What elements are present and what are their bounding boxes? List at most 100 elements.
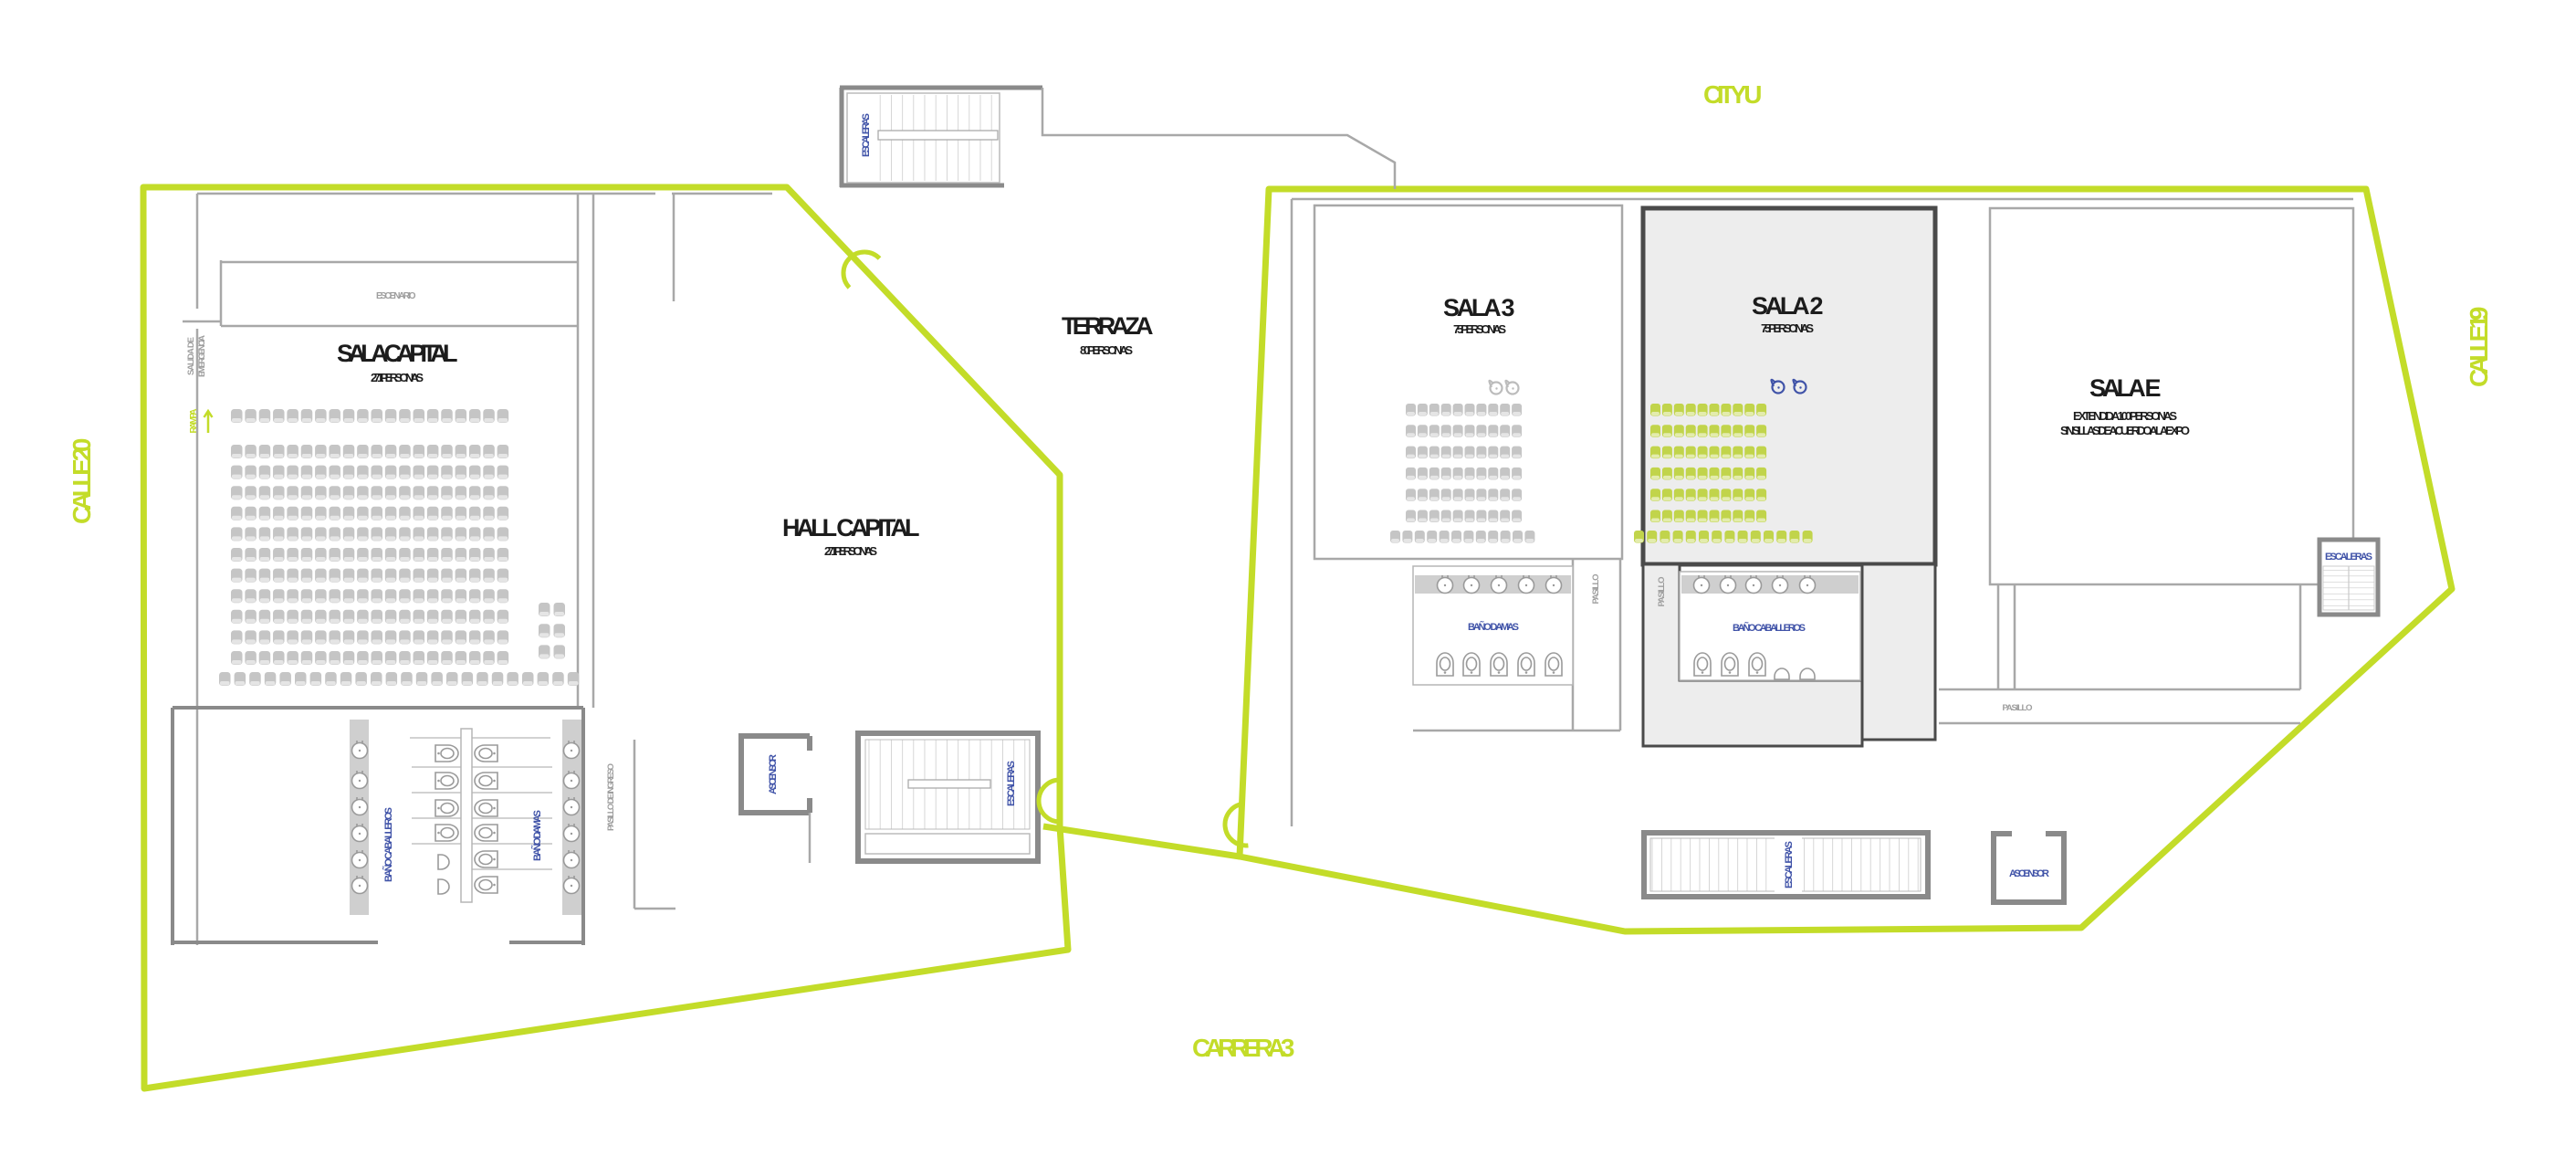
seat-icon	[401, 672, 413, 686]
toilet-icon	[1721, 652, 1739, 677]
urinal-icon	[1799, 668, 1816, 680]
seat-icon	[1464, 404, 1475, 416]
seat-icon	[329, 651, 340, 665]
seat-icon	[413, 589, 425, 604]
sala-e-capacity-1: EXTENDIDA 100 PERSONAS	[2073, 409, 2177, 423]
urinal-icon	[437, 854, 450, 870]
seat-icon	[1709, 404, 1720, 416]
seat-icon	[497, 651, 509, 665]
escenario-label: ESCENARIO	[376, 291, 416, 301]
seat-icon	[357, 506, 369, 520]
seat-icon	[287, 506, 298, 520]
seat-icon	[426, 527, 439, 541]
seat-icon	[483, 630, 495, 645]
seat-icon	[258, 506, 271, 520]
seat-icon	[273, 486, 285, 500]
toilet-icon	[1693, 652, 1712, 677]
seat-icon	[1685, 510, 1696, 522]
seat-icon	[1699, 531, 1709, 543]
seat-icon	[315, 548, 327, 562]
seat-icon	[468, 506, 481, 520]
seat-icon	[399, 409, 411, 423]
seat-icon	[357, 589, 369, 604]
seat-icon	[537, 672, 550, 686]
seat-icon	[1650, 489, 1660, 501]
cityu-ascensor-label: ASCENSOR	[2009, 868, 2049, 879]
seat-icon	[1488, 446, 1499, 459]
seat-icon	[231, 527, 243, 541]
seat-icon	[468, 548, 481, 562]
seat-icon	[384, 630, 397, 645]
seat-icon	[1673, 404, 1684, 416]
seat-icon	[287, 548, 298, 562]
sala-2-corridor-right	[1860, 562, 1937, 741]
seat-icon	[273, 568, 285, 583]
right-escaleras-label: ESCALERAS	[2325, 552, 2372, 562]
seat-icon	[1733, 446, 1744, 459]
sala-2-room[interactable]	[1640, 205, 1938, 567]
seat-icon	[1697, 510, 1708, 522]
seat-icon	[426, 465, 439, 479]
capital-bano-damas-label: BAÑO DAMAS	[531, 810, 543, 861]
seat-icon	[342, 527, 355, 541]
seat-icon	[483, 486, 495, 500]
seat-icon	[1733, 510, 1744, 522]
seat-icon	[245, 609, 257, 624]
seat-icon	[1744, 467, 1755, 480]
seat-icon	[300, 589, 313, 604]
building-outlines	[140, 184, 2456, 1092]
seat-icon	[342, 445, 355, 458]
seat-icon	[468, 465, 481, 479]
seat-icon	[231, 465, 243, 479]
seat-icon	[413, 506, 425, 520]
seat-icon	[245, 506, 257, 520]
seat-icon	[426, 609, 439, 624]
seat-icon	[1647, 531, 1658, 543]
seat-icon	[371, 445, 382, 458]
seat-icon	[441, 568, 453, 583]
seat-icon	[1440, 446, 1451, 459]
seat-icon	[1721, 467, 1732, 480]
seat-icon	[1661, 510, 1672, 522]
seat-icon	[1764, 531, 1774, 543]
terraza-capacity: 80 PERSONAS	[1080, 343, 1133, 357]
seat-icon	[1661, 404, 1672, 416]
ramp-arrow-icon	[203, 408, 214, 433]
seat-icon	[340, 672, 352, 686]
seat-icon	[1756, 446, 1767, 459]
seat-icon	[1500, 467, 1511, 480]
seat-icon	[1673, 510, 1684, 522]
seat-icon	[1661, 467, 1672, 480]
seat-icon	[497, 409, 509, 423]
seat-icon	[329, 506, 340, 520]
sala-e-capacity-2: SIN SILLAS DE ACUERDO A LA EXPO	[2060, 424, 2190, 437]
seat-icon	[273, 609, 285, 624]
seat-icon	[342, 465, 355, 479]
seat-icon	[441, 589, 453, 604]
seat-icon	[245, 486, 257, 500]
seat-icon	[1440, 510, 1451, 522]
seat-icon	[1709, 425, 1720, 437]
seat-icon	[1709, 510, 1720, 522]
seat-icon	[384, 548, 397, 562]
seat-icon	[315, 568, 327, 583]
seat-icon	[287, 486, 298, 500]
seat-icon	[273, 589, 285, 604]
sala-3-room[interactable]	[1313, 204, 1624, 561]
sala-e-room[interactable]	[1988, 206, 2355, 586]
seat-icon	[399, 486, 411, 500]
seat-icon	[1744, 404, 1755, 416]
seat-icon	[245, 630, 257, 645]
seat-icon	[309, 672, 322, 686]
seat-icon	[426, 568, 439, 583]
seat-icon	[1406, 446, 1416, 459]
seat-icon	[371, 651, 382, 665]
seat-icon	[553, 645, 565, 659]
seat-icon	[1406, 467, 1416, 480]
seat-icon	[1452, 510, 1463, 522]
seat-icon	[455, 506, 467, 520]
seat-icon	[1712, 531, 1723, 543]
seat-icon	[1650, 446, 1660, 459]
seat-icon	[1440, 489, 1451, 501]
seat-icon	[245, 589, 257, 604]
